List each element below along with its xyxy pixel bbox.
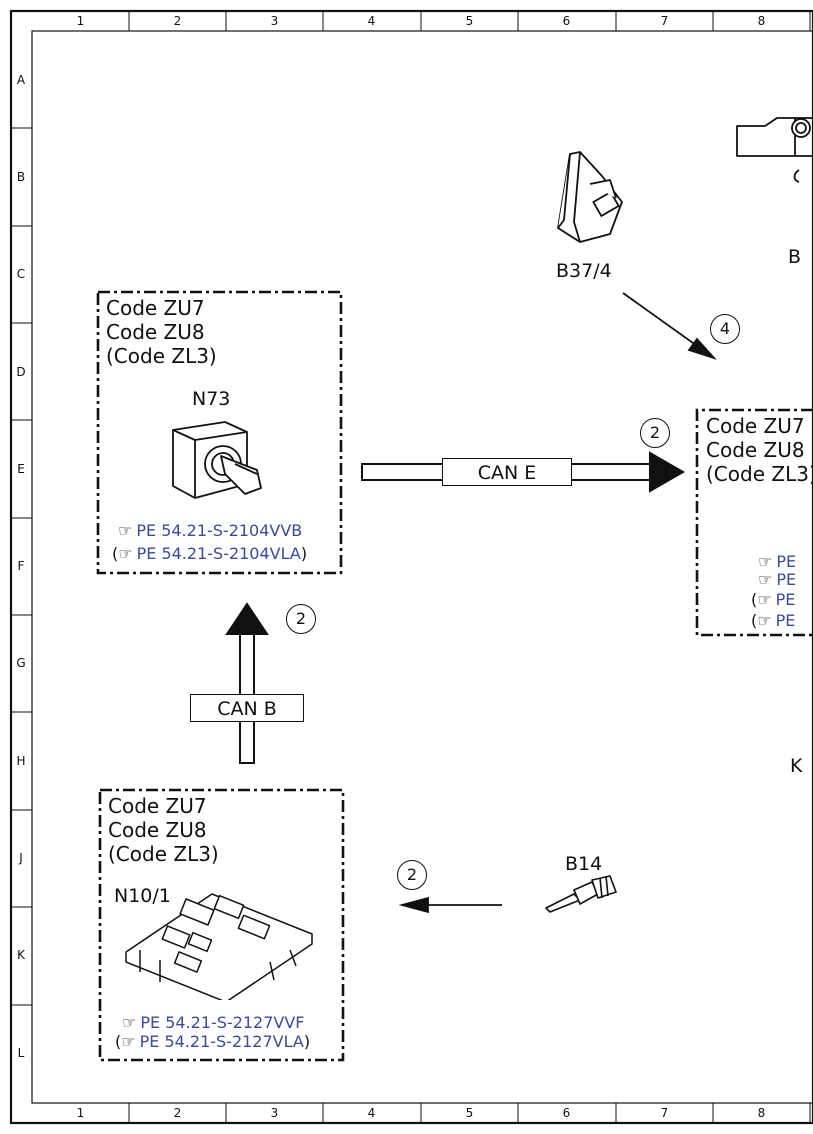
- col-label: 7: [660, 14, 669, 28]
- reference-link[interactable]: ☞PE: [758, 552, 797, 571]
- col-label: 3: [270, 1106, 279, 1120]
- col-label: 8: [757, 1106, 766, 1120]
- can-e-arrowhead: [649, 451, 686, 493]
- col-label: 5: [465, 14, 474, 28]
- reference-link[interactable]: ☞PE 54.21-S-2104VVB: [118, 521, 303, 540]
- pointing-hand-icon: ☞: [758, 552, 773, 571]
- row-label: H: [16, 754, 26, 768]
- row-label: B: [16, 170, 26, 184]
- reference-link[interactable]: ☞PE 54.21-S-2127VVF: [122, 1013, 305, 1032]
- partial-sensor-icon: [736, 117, 813, 183]
- component-label: N73: [192, 388, 231, 410]
- reference-link[interactable]: (☞PE: [751, 590, 796, 609]
- row-label: F: [17, 559, 25, 573]
- component-label: B37/4: [556, 260, 612, 282]
- col-label: 2: [173, 1106, 182, 1120]
- col-label: 7: [660, 1106, 669, 1120]
- row-label: A: [16, 73, 26, 87]
- code-line: (Code ZL3): [108, 842, 219, 866]
- reference-link[interactable]: ☞PE: [758, 570, 797, 589]
- component-label: N10/1: [114, 885, 171, 907]
- reference-link[interactable]: (☞PE 54.21-S-2127VLA): [115, 1032, 311, 1051]
- reference-link[interactable]: (☞PE: [751, 611, 796, 630]
- pointing-hand-icon: ☞: [757, 611, 772, 630]
- right-module-box: [695, 408, 813, 637]
- b37-signal-line: [622, 292, 701, 349]
- row-label: E: [17, 462, 25, 476]
- row-label: K: [17, 948, 25, 962]
- pointing-hand-icon: ☞: [122, 1013, 137, 1032]
- code-line: Code ZU8: [706, 438, 805, 462]
- code-line: Code ZU7: [108, 794, 207, 818]
- col-label: 5: [465, 1106, 474, 1120]
- marker-circle: 2: [397, 860, 427, 890]
- marker-circle: 4: [710, 314, 740, 344]
- code-line: Code ZU7: [106, 296, 205, 320]
- row-label: J: [19, 851, 23, 865]
- b14-arrowhead: [398, 896, 429, 914]
- code-line: Code ZU8: [108, 818, 207, 842]
- col-label: 6: [562, 14, 571, 28]
- col-label: 1: [76, 1106, 85, 1120]
- component-label: K: [790, 755, 803, 777]
- component-label: B: [788, 246, 802, 268]
- pointing-hand-icon: ☞: [758, 570, 773, 589]
- pointing-hand-icon: ☞: [757, 590, 772, 609]
- marker-circle: 2: [640, 418, 670, 448]
- pointing-hand-icon: ☞: [121, 1032, 136, 1051]
- code-line: Code ZU8: [106, 320, 205, 344]
- col-label: 4: [367, 14, 376, 28]
- col-label: 2: [173, 14, 182, 28]
- row-label: L: [17, 1046, 25, 1060]
- code-line: Code ZU7: [706, 414, 805, 438]
- row-label: D: [16, 365, 26, 379]
- pointing-hand-icon: ☞: [118, 544, 133, 563]
- can-b-arrowhead: [225, 602, 269, 635]
- col-label: 4: [367, 1106, 376, 1120]
- code-line: (Code ZL3): [706, 462, 813, 486]
- pointing-hand-icon: ☞: [118, 521, 133, 540]
- pedal-sensor-icon: [557, 151, 623, 243]
- component-label: B14: [565, 853, 603, 875]
- control-unit-icon: [125, 893, 313, 1000]
- col-label: 8: [757, 14, 766, 28]
- row-label: C: [16, 267, 26, 281]
- b37-arrowhead: [687, 337, 717, 360]
- row-label: G: [16, 656, 26, 670]
- code-line: (Code ZL3): [106, 344, 217, 368]
- reference-link[interactable]: (☞PE 54.21-S-2104VLA): [112, 544, 308, 563]
- col-label: 6: [562, 1106, 571, 1120]
- col-label: 3: [270, 14, 279, 28]
- can-e-label: CAN E: [442, 458, 572, 486]
- n73-module-box: [96, 290, 343, 575]
- temperature-sensor-icon: [545, 875, 617, 913]
- ignition-switch-icon: [172, 421, 262, 499]
- col-label: 1: [76, 14, 85, 28]
- can-b-label: CAN B: [190, 694, 304, 722]
- n10-module-box: [98, 788, 345, 1062]
- marker-circle: 2: [286, 604, 316, 634]
